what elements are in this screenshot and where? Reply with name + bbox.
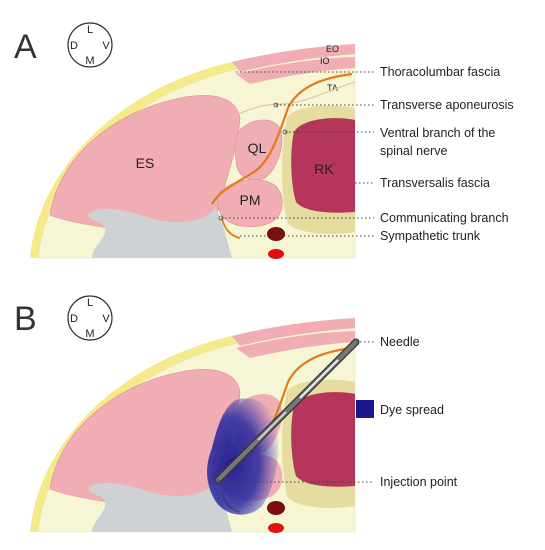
compass-b-left: D <box>70 313 78 325</box>
compass-b-top: L <box>87 297 93 309</box>
label-es: ES <box>136 155 155 171</box>
panel-b: B L D V M <box>14 295 458 533</box>
label-eo: EO <box>326 44 339 54</box>
panel-a-letter: A <box>14 28 37 66</box>
label-injection-point: Injection point <box>380 475 458 489</box>
external-oblique <box>232 44 355 72</box>
label-ventral-branch-line2: spinal nerve <box>380 144 447 158</box>
label-ventral-branch-line1: Ventral branch of the <box>380 126 495 140</box>
dot-communicating <box>218 215 224 221</box>
label-sympathetic-trunk: Sympathetic trunk <box>380 229 481 243</box>
compass-circle-b <box>67 295 113 341</box>
vena-cava-a <box>268 249 284 259</box>
dot-ventral-branch <box>282 129 288 135</box>
compass-a: L D V M <box>67 22 113 68</box>
communicating-branch-a <box>221 217 241 239</box>
aorta-a <box>267 227 285 241</box>
compass-a-left: D <box>70 40 78 52</box>
right-kidney-b <box>291 392 355 487</box>
aorta-b <box>267 501 285 515</box>
psoas-major-muscle <box>217 179 283 228</box>
label-io: IO <box>320 56 330 66</box>
compass-a-right: V <box>102 40 110 52</box>
label-needle: Needle <box>380 335 420 349</box>
compass-b-bottom: M <box>85 328 94 340</box>
transversus-aponeurosis-a <box>231 81 356 119</box>
external-oblique-b <box>232 318 355 346</box>
label-ql: QL <box>248 140 267 156</box>
vertebra-b <box>88 482 232 532</box>
compass-b: L D V M <box>67 295 113 341</box>
panel-b-letter: B <box>14 300 37 338</box>
internal-oblique <box>236 57 355 84</box>
label-pm: PM <box>240 192 261 208</box>
compass-circle-a <box>67 22 113 68</box>
label-communicating-branch: Communicating branch <box>380 211 509 225</box>
compass-b-right: V <box>102 313 110 325</box>
needle-highlight-2 <box>257 411 287 441</box>
label-transverse-aponeurosis: Transverse aponeurosis <box>380 98 514 112</box>
label-ta: TA <box>327 83 338 93</box>
label-transversalis-fascia: Transversalis fascia <box>380 176 490 190</box>
label-dye-spread: Dye spread <box>380 403 444 417</box>
compass-a-top: L <box>87 24 93 36</box>
vertebra-a <box>88 208 232 258</box>
panel-a: A L D V M EO IO TA ES QL PM RK <box>14 22 514 259</box>
right-kidney <box>291 118 355 213</box>
compass-a-bottom: M <box>85 55 94 67</box>
dye-legend-swatch <box>356 400 374 418</box>
dot-aponeurosis <box>273 102 279 108</box>
needle-highlight <box>299 359 339 399</box>
quadratus-lumborum-muscle <box>234 119 283 181</box>
internal-oblique-b <box>236 331 355 358</box>
label-rk: RK <box>314 161 334 177</box>
vena-cava-b <box>268 523 284 533</box>
needle <box>214 338 360 484</box>
label-thoracolumbar-fascia: Thoracolumbar fascia <box>380 65 500 79</box>
dot-injection-point <box>215 479 221 485</box>
ventral-nerve-branch-a <box>211 72 353 205</box>
